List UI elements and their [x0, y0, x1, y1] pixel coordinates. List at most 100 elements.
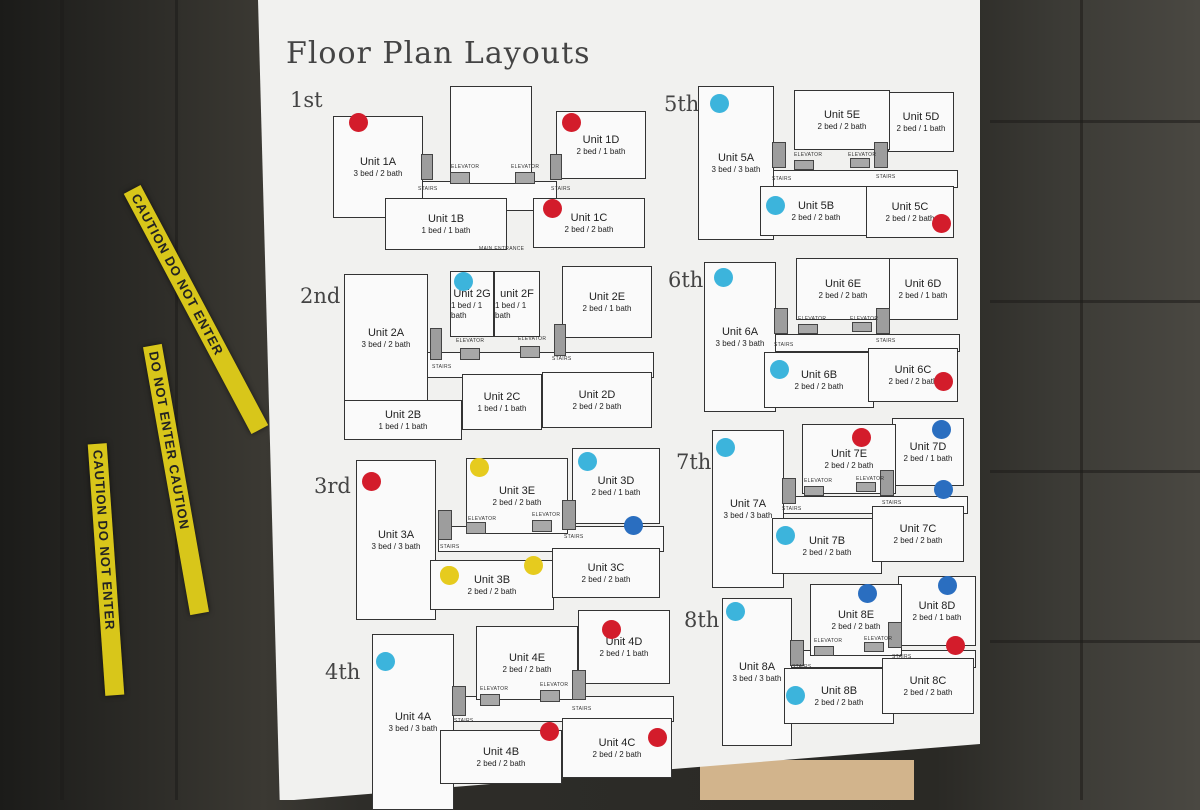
unit-name: Unit 5D: [902, 110, 940, 123]
status-dot-red: [648, 728, 667, 747]
elevator-block: [466, 522, 486, 534]
unit-name: Unit 7E: [830, 447, 868, 460]
unit-size: 2 bed / 2 bath: [791, 212, 841, 222]
unit-name: Unit 7A: [729, 497, 767, 510]
unit-name: Unit 3D: [597, 474, 635, 487]
plan-tag-stairs: STAIRS: [876, 338, 896, 344]
unit-name: Unit 2C: [483, 390, 521, 403]
unit-size: 2 bed / 2 bath: [592, 749, 642, 759]
status-dot-cyan: [726, 602, 745, 621]
plan-tag-stairs: STAIRS: [551, 186, 571, 192]
unit-name: Unit 3A: [377, 528, 415, 541]
plan-tag-stairs: STAIRS: [432, 364, 452, 370]
stairs-block: [874, 142, 888, 168]
plan-tag-elevator: ELEVATOR: [856, 476, 885, 482]
unit-name: Unit 7C: [899, 522, 937, 535]
unit-size: 2 bed / 2 bath: [492, 497, 542, 507]
status-dot-cyan: [786, 686, 805, 705]
unit-size: 2 bed / 2 bath: [903, 687, 953, 697]
unit-size: 3 bed / 3 bath: [711, 164, 761, 174]
plan-tag-elevator: ELEVATOR: [480, 686, 509, 692]
stairs-block: [888, 622, 902, 648]
status-dot-cyan: [716, 438, 735, 457]
unit-name: Unit 2A: [367, 326, 405, 339]
plan-tag-elevator: ELEVATOR: [451, 164, 480, 170]
unit-name: Unit 6D: [904, 277, 942, 290]
unit-name: Unit 8B: [820, 684, 858, 697]
unit-name: Unit 6E: [824, 277, 862, 290]
status-dot-red: [540, 722, 559, 741]
unit-name: Unit 4B: [482, 745, 520, 758]
unit-size: 3 bed / 2 bath: [361, 339, 411, 349]
unit-size: 2 bed / 1 bath: [903, 453, 953, 463]
unit-name: Unit 8E: [837, 608, 875, 621]
unit-size: 2 bed / 1 bath: [898, 290, 948, 300]
plan-tag-elevator: ELEVATOR: [804, 478, 833, 484]
unit-size: 2 bed / 1 bath: [599, 648, 649, 658]
unit-name: Unit 5E: [823, 108, 861, 121]
unit-size: 2 bed / 2 bath: [572, 401, 622, 411]
stairs-block: [438, 510, 452, 540]
status-dot-red: [602, 620, 621, 639]
plan-tag-stairs: STAIRS: [892, 654, 912, 660]
unit-name: Unit 4C: [598, 736, 636, 749]
plan-tag-elevator: ELEVATOR: [864, 636, 893, 642]
unit-size: 1 bed / 1 bath: [378, 421, 428, 431]
status-dot-cyan: [766, 196, 785, 215]
unit-name: Unit 4D: [605, 635, 643, 648]
plan-tag-stairs: STAIRS: [772, 176, 792, 182]
plan-tag-elevator: ELEVATOR: [798, 316, 827, 322]
elevator-block: [798, 324, 818, 334]
unit-size: 2 bed / 2 bath: [502, 664, 552, 674]
stairs-block: [452, 686, 466, 716]
unit-size: 3 bed / 3 bath: [715, 338, 765, 348]
elevator-block: [520, 346, 540, 358]
status-dot-cyan: [710, 94, 729, 113]
unit-name: Unit 8C: [909, 674, 947, 687]
unit-name: Unit 1D: [582, 133, 620, 146]
unit-name: Unit 1C: [570, 211, 608, 224]
status-dot-red: [349, 113, 368, 132]
plan-tag-elevator: ELEVATOR: [456, 338, 485, 344]
stairs-block: [774, 308, 788, 334]
plan-tag-elevator: ELEVATOR: [511, 164, 540, 170]
sticky-note-dot: [440, 566, 459, 585]
elevator-block: [794, 160, 814, 170]
unit-name: Unit 5C: [891, 200, 929, 213]
unit-name: Unit 6B: [800, 368, 838, 381]
unit-size: 3 bed / 3 bath: [723, 510, 773, 520]
unit-size: 2 bed / 2 bath: [794, 381, 844, 391]
stairs-block: [782, 478, 796, 504]
unit-size: 2 bed / 2 bath: [564, 224, 614, 234]
unit-size: 1 bed / 1 bath: [477, 403, 527, 413]
plan-tag-stairs: STAIRS: [564, 534, 584, 540]
unit-size: 2 bed / 2 bath: [818, 290, 868, 300]
stairs-block: [421, 154, 433, 180]
unit-name: Unit 2E: [588, 290, 626, 303]
plan-tag-stairs: STAIRS: [552, 356, 572, 362]
easel: [700, 760, 914, 800]
unit-name: Unit 3B: [473, 573, 511, 586]
unit-size: 2 bed / 2 bath: [581, 574, 631, 584]
status-dot-red: [562, 113, 581, 132]
elevator-block: [515, 172, 535, 184]
corridor: [450, 86, 532, 184]
unit-name: Unit 8A: [738, 660, 776, 673]
status-dot-red: [543, 199, 562, 218]
unit-size: 2 bed / 1 bath: [582, 303, 632, 313]
elevator-block: [852, 322, 872, 332]
stairs-block: [876, 308, 890, 334]
elevator-block: [804, 486, 824, 496]
status-dot-cyan: [454, 272, 473, 291]
elevator-block: [460, 348, 480, 360]
unit-size: 3 bed / 3 bath: [388, 723, 438, 733]
unit-size: 2 bed / 1 bath: [576, 146, 626, 156]
sticky-note-dot: [524, 556, 543, 575]
